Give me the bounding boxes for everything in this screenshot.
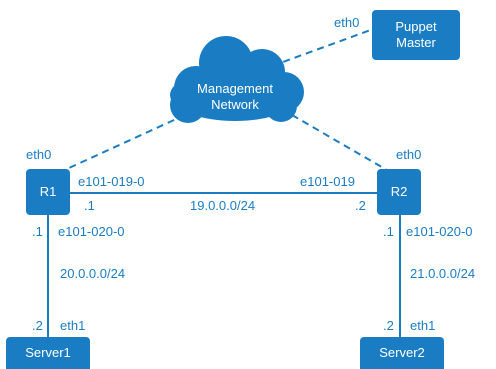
subnet-20-label: 20.0.0.0/24 [60, 266, 126, 281]
subnet-21-label: 21.0.0.0/24 [410, 266, 476, 281]
link-cloud-r2 [291, 114, 393, 174]
server2-node[interactable]: Server2 [360, 337, 444, 369]
r1-e101-020-label: e101-020-0 [58, 224, 125, 239]
server1-dot2-label: .2 [32, 318, 43, 333]
server2-dot2-label: .2 [383, 318, 394, 333]
server1-label: Server1 [25, 345, 71, 361]
server1-eth1-label: eth1 [60, 318, 86, 333]
puppet-master-label: Puppet Master [395, 19, 437, 50]
r2-e101-019-label: e101-019 [300, 174, 355, 189]
r2-dot2-top-label: .2 [355, 198, 366, 213]
r2-label: R2 [390, 184, 408, 200]
r1-dot1-top-label: .1 [84, 198, 95, 213]
r1-e101-019-label: e101-019-0 [78, 174, 145, 189]
subnet-19-label: 19.0.0.0/24 [190, 198, 256, 213]
r1-dot1-bottom-label: .1 [32, 224, 43, 239]
management-network-cloud-icon [170, 36, 304, 123]
router-r2-node[interactable]: R2 [377, 169, 421, 215]
r1-eth0-label: eth0 [26, 147, 52, 162]
router-r1-node[interactable]: R1 [26, 169, 70, 215]
r2-e101-020-label: e101-020-0 [406, 224, 473, 239]
r1-label: R1 [39, 184, 57, 200]
puppet-eth0-label: eth0 [334, 15, 360, 30]
server2-label: Server2 [379, 345, 425, 361]
server1-node[interactable]: Server1 [6, 337, 90, 369]
r2-dot1-bottom-label: .1 [383, 224, 394, 239]
link-cloud-r1 [57, 114, 186, 174]
puppet-master-node[interactable]: Puppet Master [372, 10, 460, 60]
server2-eth1-label: eth1 [410, 318, 436, 333]
cloud-label: Management Network [197, 81, 273, 113]
r2-eth0-label: eth0 [396, 147, 422, 162]
link-cloud-puppet [271, 27, 377, 67]
